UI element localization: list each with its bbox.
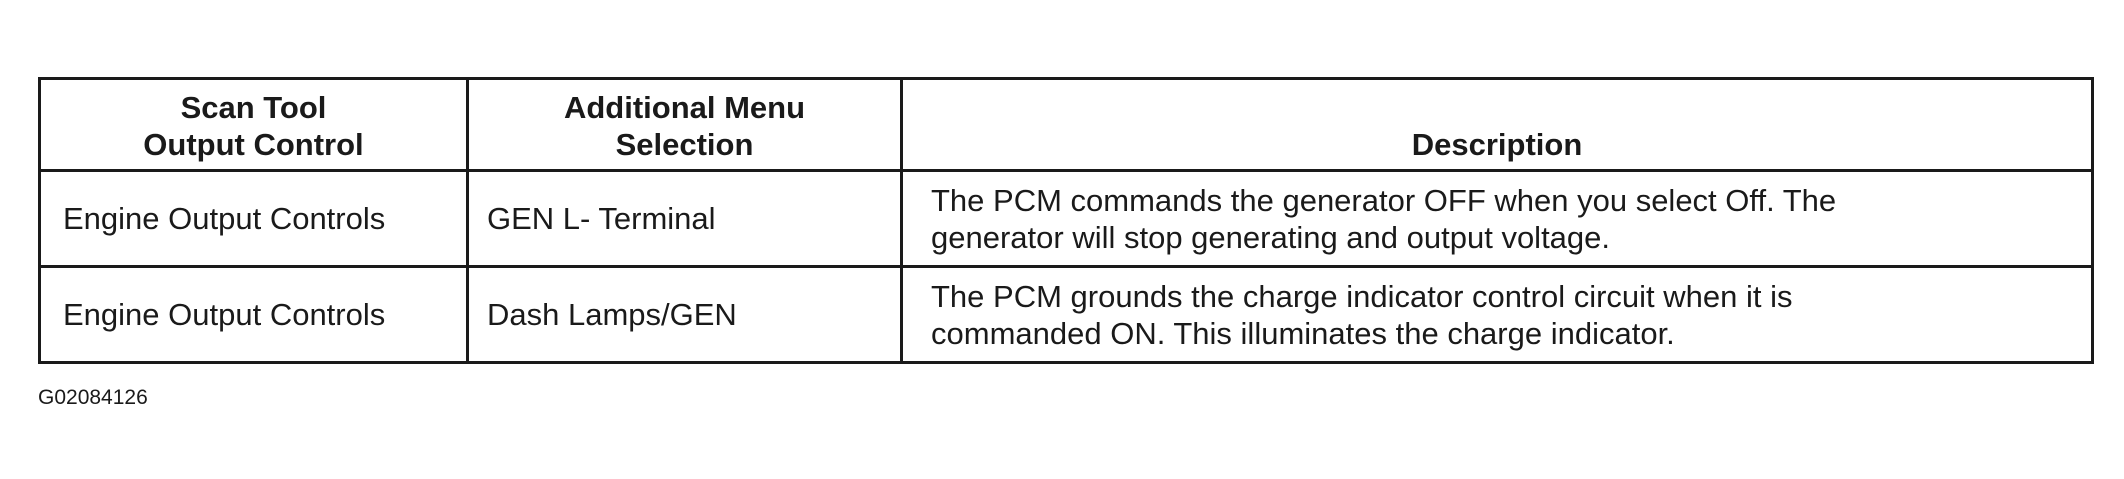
header-description: Description xyxy=(900,77,2094,172)
description-line: commanded ON. This illuminates the charg… xyxy=(931,315,1675,351)
table-row: Engine Output Controls GEN L- Terminal T… xyxy=(38,169,2094,268)
header-line: Output Control xyxy=(143,127,364,162)
description-line: The PCM commands the generator OFF when … xyxy=(931,182,1837,218)
table-row: Engine Output Controls Dash Lamps/GEN Th… xyxy=(38,265,2094,364)
output-control-table: Scan Tool Output Control Additional Menu… xyxy=(38,77,2094,364)
cell-output-control: Engine Output Controls xyxy=(38,265,469,364)
cell-menu-selection: Dash Lamps/GEN xyxy=(466,265,903,364)
header-line: Scan Tool xyxy=(180,90,327,125)
cell-description: The PCM grounds the charge indicator con… xyxy=(900,265,2094,364)
table-header-row: Scan Tool Output Control Additional Menu… xyxy=(38,77,2094,172)
header-line: Description xyxy=(1411,127,1583,162)
header-scan-tool-output-control: Scan Tool Output Control xyxy=(38,77,469,172)
description-line: generator will stop generating and outpu… xyxy=(931,219,1611,255)
header-line: Selection xyxy=(615,127,754,162)
header-additional-menu-selection: Additional Menu Selection xyxy=(466,77,903,172)
cell-menu-selection: GEN L- Terminal xyxy=(466,169,903,268)
cell-description: The PCM commands the generator OFF when … xyxy=(900,169,2094,268)
figure-id-label: G02084126 xyxy=(38,386,148,409)
cell-output-control: Engine Output Controls xyxy=(38,169,469,268)
header-line: Additional Menu xyxy=(563,90,806,125)
description-line: The PCM grounds the charge indicator con… xyxy=(931,278,1793,314)
